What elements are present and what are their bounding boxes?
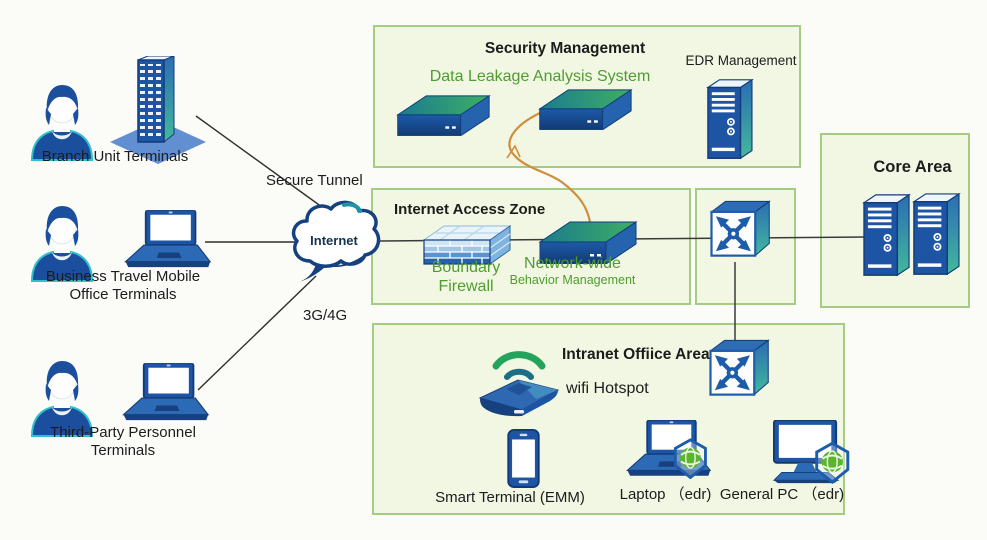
desktop-pc-edr-icon	[773, 420, 850, 485]
dlp-system-label: Data Leakage Analysis System	[429, 68, 651, 85]
behavior-management-label-line1: Network-wide	[524, 255, 621, 272]
branch-terminals-label: Branch Unit Terminals	[41, 148, 189, 165]
laptop-edr-label: Laptop （edr)	[619, 486, 712, 503]
security-appliance-icon	[534, 84, 634, 130]
laptop-icon	[118, 363, 210, 424]
wifi-hotspot-label: wifi Hotspot	[566, 380, 649, 397]
wifi-hotspot-icon	[476, 342, 562, 418]
boundary-firewall-label: Boundary Firewall	[431, 259, 501, 295]
server-tower-icon	[704, 76, 754, 164]
secure-tunnel-label: Secure Tunnel	[266, 172, 363, 189]
switch-icon	[700, 338, 770, 404]
general-pc-edr-label: General PC （edr)	[719, 486, 845, 503]
mobile-network-label: 3G/4G	[303, 307, 348, 324]
laptop-edr-icon	[626, 420, 712, 479]
core-area-title: Core Area	[873, 158, 952, 176]
intranet-area-title: Intranet Offiice Area	[562, 346, 710, 363]
behavior-management-label-line2: Behavior Management	[509, 273, 636, 287]
security-management-title: Security Management	[484, 40, 646, 57]
security-appliance-icon	[392, 90, 492, 136]
smartphone-icon	[506, 429, 541, 488]
laptop-icon	[120, 210, 212, 271]
smart-terminal-label: Smart Terminal (EMM)	[435, 489, 585, 506]
internet-cloud-label: Internet	[310, 233, 358, 248]
internet-access-zone-title: Internet Access Zone	[394, 201, 546, 218]
core-server-towers-icon	[863, 193, 960, 277]
edr-management-label: EDR Management	[685, 53, 797, 68]
switch-icon	[701, 199, 771, 265]
third-party-terminals-label: Third-Party Personnel Terminals	[50, 424, 196, 459]
business-travel-terminals-label: Business Travel Mobile Office Terminals	[45, 268, 201, 303]
